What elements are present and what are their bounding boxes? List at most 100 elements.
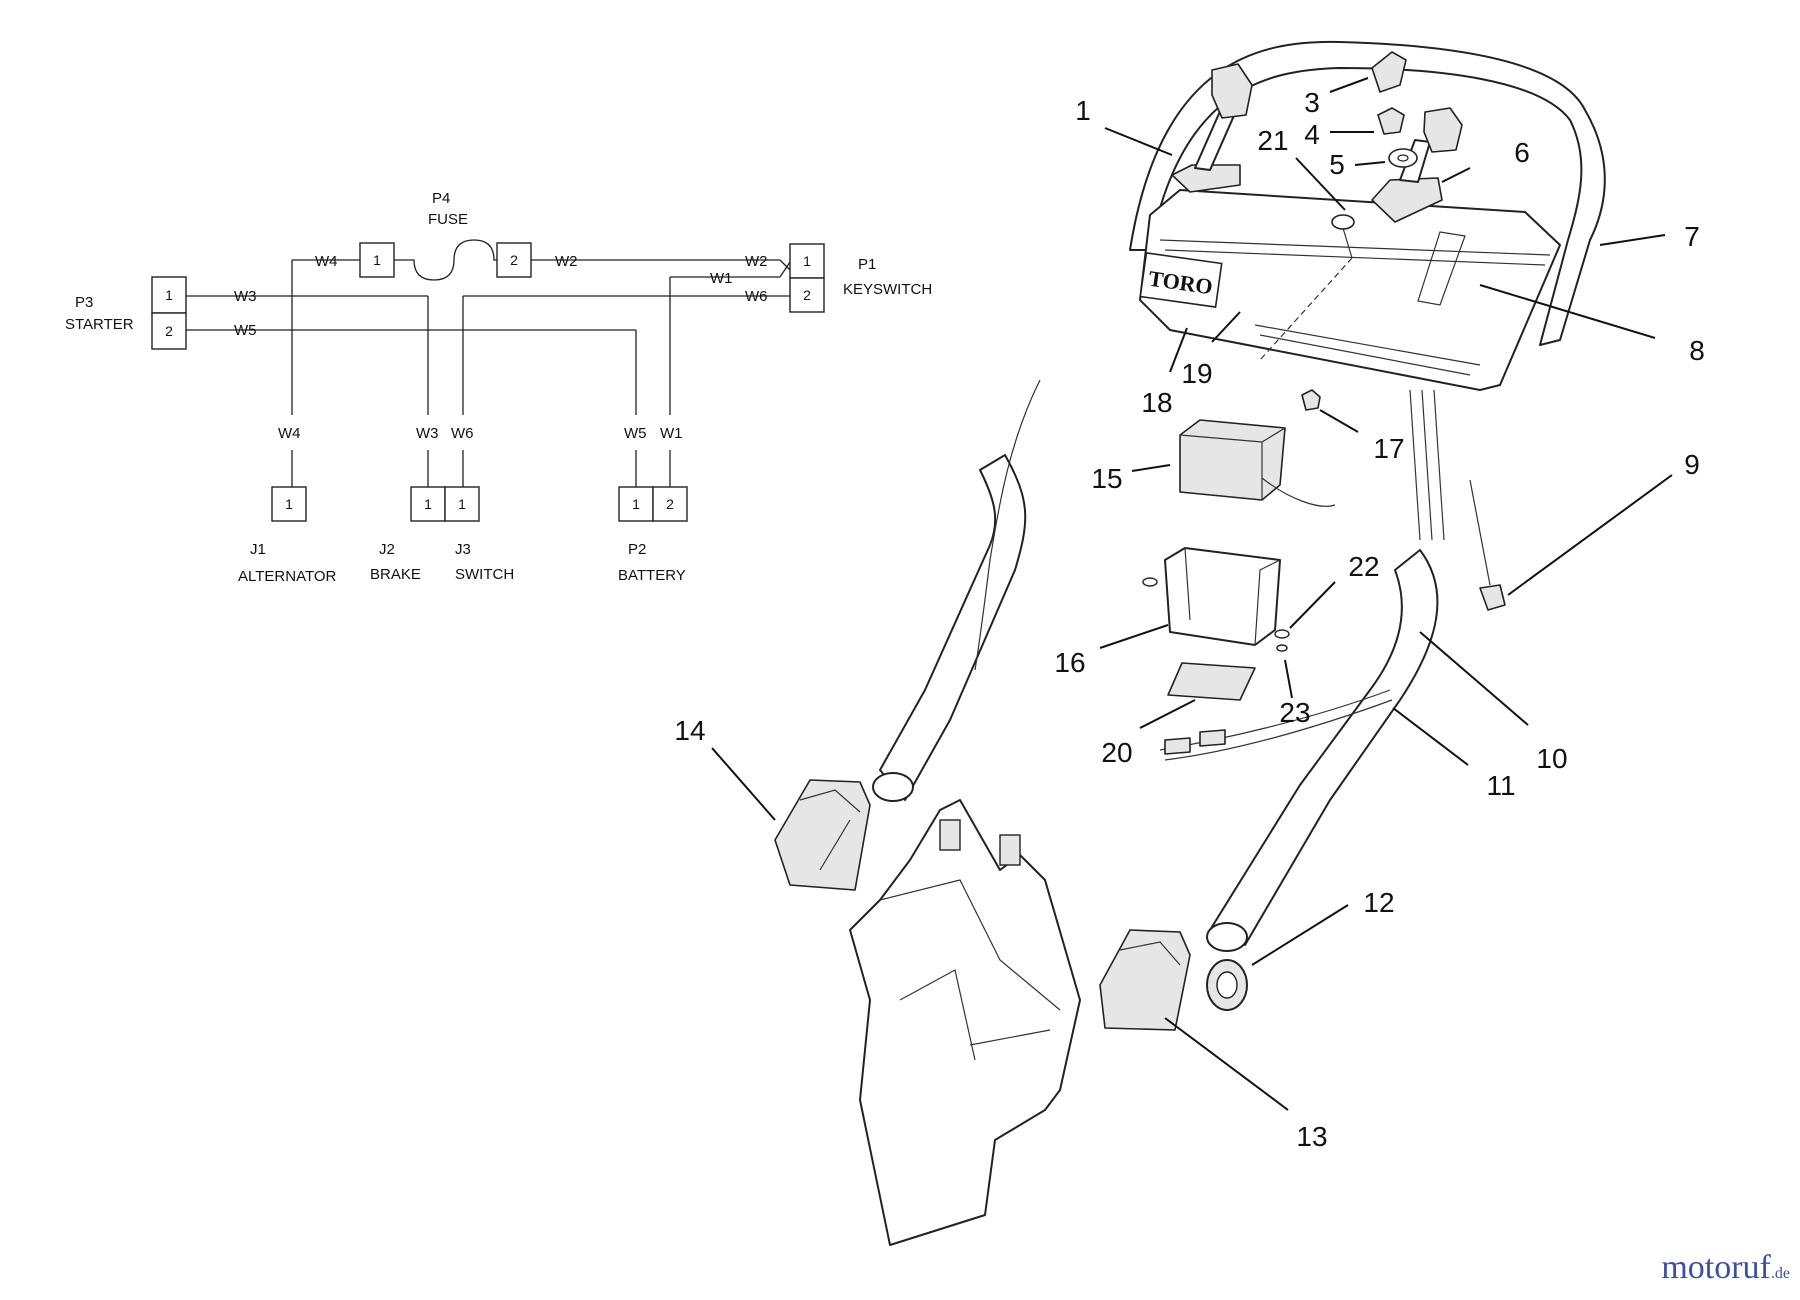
leader-10 xyxy=(1419,631,1529,726)
j1-pin1: 1 xyxy=(285,496,293,512)
tray-washer-left xyxy=(1142,577,1158,587)
handle-bracket-14 xyxy=(774,779,871,891)
callout-1: 1 xyxy=(1075,95,1091,126)
pin-guide xyxy=(1259,257,1353,361)
leader-22 xyxy=(1289,581,1336,629)
callout-11: 11 xyxy=(1486,770,1515,801)
p3-pin1: 1 xyxy=(165,287,173,303)
left-lever-knob xyxy=(1211,63,1253,119)
p3-pin2: 2 xyxy=(165,323,173,339)
wire-label-w2-p1: W2 xyxy=(745,253,768,270)
discharge-chute xyxy=(849,799,1081,1246)
leader-18 xyxy=(1169,327,1188,373)
pin-shank-21 xyxy=(1342,227,1353,259)
wire-label-w5-p3: W5 xyxy=(234,322,257,339)
right-lower-handle xyxy=(1209,549,1439,946)
callout-numbers: 1 3 4 5 6 7 8 9 10 11 12 13 14 15 16 17 … xyxy=(674,87,1704,1152)
callout-23: 23 xyxy=(1279,697,1310,728)
left-lever-base-1 xyxy=(1171,164,1241,193)
callout-13: 13 xyxy=(1296,1121,1327,1152)
right-cables xyxy=(1409,389,1445,541)
callout-6: 6 xyxy=(1514,137,1530,168)
washer-5-hole xyxy=(1397,154,1409,162)
p2-name: BATTERY xyxy=(618,567,686,584)
callout-10: 10 xyxy=(1536,743,1567,774)
battery-15-edges xyxy=(1179,427,1286,500)
callout-19: 19 xyxy=(1181,358,1212,389)
callout-20: 20 xyxy=(1101,737,1132,768)
toro-decal-19 xyxy=(1139,252,1223,308)
callout-17: 17 xyxy=(1373,433,1404,464)
left-cable xyxy=(974,379,1041,671)
brand-main: motoruf xyxy=(1661,1249,1771,1286)
handle-bracket-13 xyxy=(1099,929,1191,1031)
washer-22 xyxy=(1274,629,1290,639)
callout-3: 3 xyxy=(1304,87,1320,118)
left-lower-handle xyxy=(879,454,1027,801)
switch-9-lead xyxy=(1469,479,1491,586)
leader-9 xyxy=(1507,474,1673,596)
p2-pin2-box xyxy=(652,486,688,522)
parts-drawing: TORO xyxy=(774,40,1606,1246)
wire-label-w6-p1: W6 xyxy=(745,288,768,305)
leader-6 xyxy=(1441,167,1471,183)
leader-5 xyxy=(1354,161,1386,166)
leader-23 xyxy=(1284,659,1293,699)
leader-11 xyxy=(1392,707,1469,766)
j1-pin-box xyxy=(271,486,307,522)
p2-pin1: 1 xyxy=(632,496,640,512)
wire-w1-bend xyxy=(779,261,791,278)
control-panel-lip xyxy=(1254,324,1481,376)
p1-pin2: 2 xyxy=(803,287,811,303)
wire-label-w4-top: W4 xyxy=(315,253,338,270)
j2-pin-box xyxy=(410,486,446,522)
leader-13 xyxy=(1164,1017,1289,1111)
j2-name: BRAKE xyxy=(370,566,421,583)
callout-15: 15 xyxy=(1091,463,1122,494)
brand-suffix: .de xyxy=(1770,1265,1790,1282)
j2-pin1: 1 xyxy=(424,496,432,512)
leader-14 xyxy=(711,747,776,821)
harness-terminal-1 xyxy=(1164,737,1191,755)
p2-pin1-box xyxy=(618,486,654,522)
control-panel-rim xyxy=(1159,239,1551,266)
chute-detail xyxy=(879,879,1061,1061)
right-lever-base-6 xyxy=(1371,177,1443,223)
control-panel-slot xyxy=(1417,231,1466,306)
brand-watermark: motoruf.de xyxy=(1661,1249,1790,1287)
j1-id: J1 xyxy=(250,541,266,558)
j2-id: J2 xyxy=(379,541,395,558)
wire-label-w1-bottom: W1 xyxy=(660,425,683,442)
p2-id: P2 xyxy=(628,541,646,558)
nut-23 xyxy=(1276,644,1288,652)
callout-7: 7 xyxy=(1684,221,1700,252)
p3-pin1-box xyxy=(151,276,187,314)
callout-16: 16 xyxy=(1054,647,1085,678)
p1-pin1-box xyxy=(789,243,825,279)
p4-pin1: 1 xyxy=(373,252,381,268)
key-3 xyxy=(1371,51,1407,93)
callout-4: 4 xyxy=(1304,119,1320,150)
callout-12: 12 xyxy=(1363,887,1394,918)
chute-tab-right xyxy=(999,834,1021,866)
leader-17 xyxy=(1319,409,1359,433)
nut-4 xyxy=(1377,107,1405,135)
bracket-14-detail xyxy=(799,789,861,871)
wire-w2-bend xyxy=(779,259,791,271)
battery-lead xyxy=(1261,477,1336,507)
p4-pin1-box xyxy=(359,242,395,278)
p1-pin1: 1 xyxy=(803,253,811,269)
p1-id: P1 xyxy=(858,256,876,273)
wire-label-w2: W2 xyxy=(555,253,578,270)
battery-tray-16 xyxy=(1164,547,1281,646)
leader-1 xyxy=(1104,127,1173,156)
wire-label-w6-bottom: W6 xyxy=(451,425,474,442)
control-panel-8 xyxy=(1139,189,1561,391)
fuse-element xyxy=(394,239,497,281)
wire-label-w3-bottom: W3 xyxy=(416,425,439,442)
p3-id: P3 xyxy=(75,294,93,311)
p1-name: KEYSWITCH xyxy=(843,281,932,298)
p3-name: STARTER xyxy=(65,316,134,333)
leader-7 xyxy=(1599,234,1666,246)
